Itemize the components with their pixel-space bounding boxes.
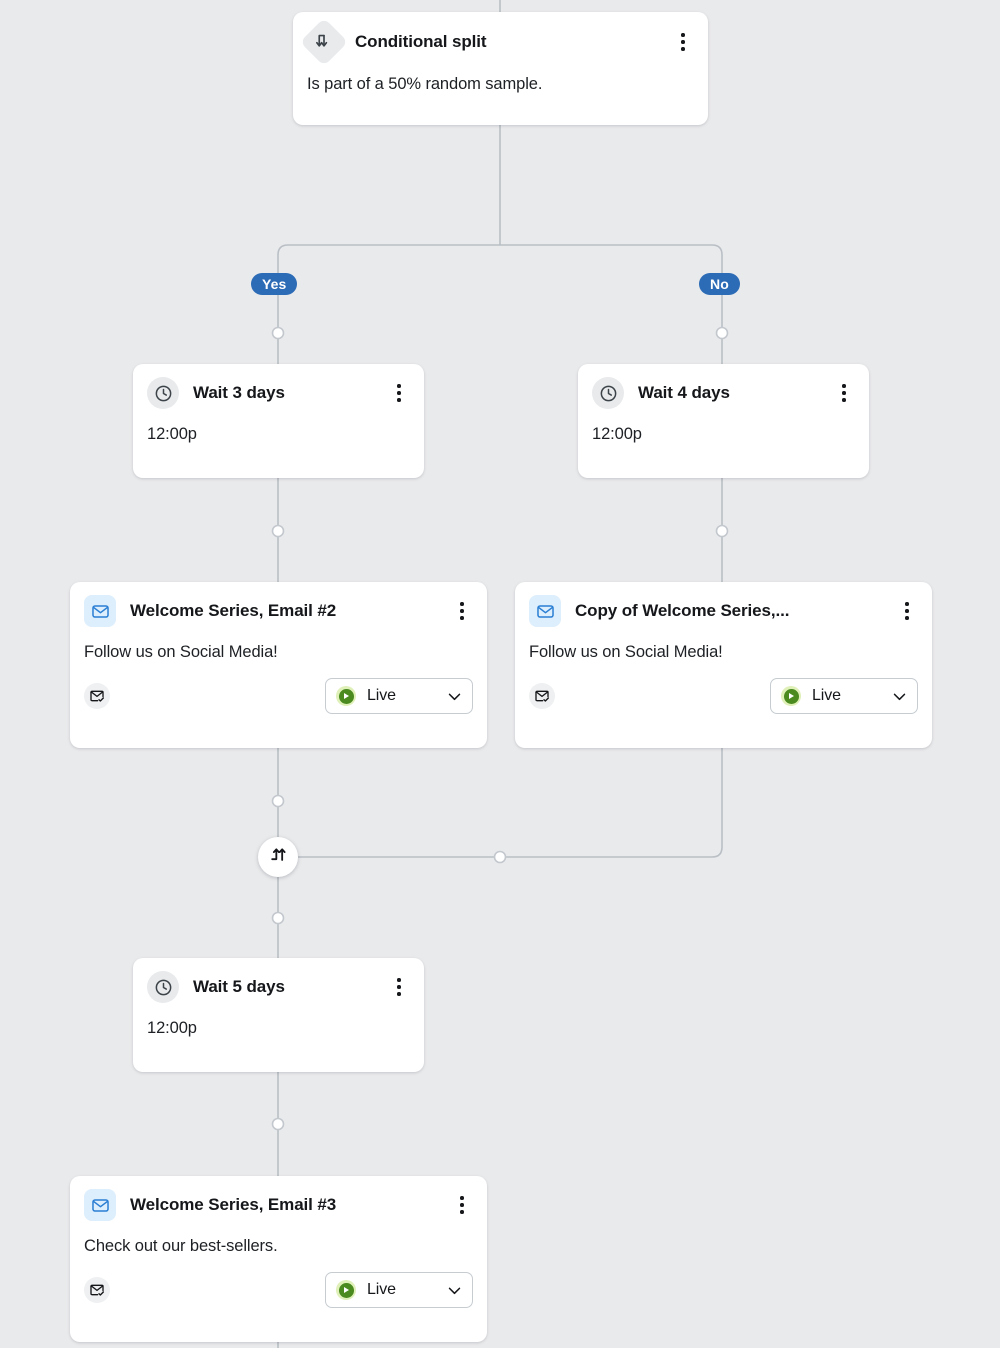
node-email-welcome-2[interactable]: Welcome Series, Email #2 Follow us on So…	[70, 582, 487, 748]
node-title: Wait 5 days	[193, 977, 285, 996]
node-title: Copy of Welcome Series,...	[575, 601, 790, 620]
node-title: Conditional split	[355, 32, 487, 51]
more-options-icon[interactable]	[672, 29, 694, 55]
clock-icon	[592, 377, 624, 409]
play-circle-icon	[781, 686, 801, 706]
envelope-check-icon	[529, 683, 555, 709]
status-dropdown[interactable]: Live	[325, 678, 473, 714]
chevron-down-icon	[446, 688, 463, 705]
card-footer: Live	[70, 678, 487, 714]
node-email-welcome-copy[interactable]: Copy of Welcome Series,... Follow us on …	[515, 582, 932, 748]
more-options-icon[interactable]	[388, 380, 410, 406]
connector-dot	[271, 911, 285, 925]
play-circle-icon	[336, 1280, 356, 1300]
node-title: Wait 3 days	[193, 383, 285, 402]
card-header: Copy of Welcome Series,...	[515, 582, 932, 627]
node-description: Follow us on Social Media!	[529, 643, 723, 661]
node-title: Welcome Series, Email #2	[130, 601, 337, 620]
more-options-icon[interactable]	[388, 974, 410, 1000]
card-header: Conditional split	[293, 12, 708, 67]
more-options-icon[interactable]	[451, 1192, 473, 1218]
node-wait-4-days[interactable]: Wait 4 days 12:00p	[578, 364, 869, 478]
play-circle-icon	[336, 686, 356, 706]
chevron-down-icon	[446, 1282, 463, 1299]
node-title: Wait 4 days	[638, 383, 730, 402]
merge-paths-icon	[268, 845, 288, 870]
status-value: Live	[812, 687, 841, 704]
envelope-icon	[529, 595, 561, 627]
card-header: Welcome Series, Email #2	[70, 582, 487, 627]
node-description: Is part of a 50% random sample.	[307, 75, 543, 93]
more-options-icon[interactable]	[833, 380, 855, 406]
node-merge[interactable]	[258, 837, 298, 877]
card-footer: Live	[515, 678, 932, 714]
status-dropdown[interactable]: Live	[770, 678, 918, 714]
chevron-down-icon	[891, 688, 908, 705]
node-description: Check out our best-sellers.	[84, 1237, 278, 1255]
status-dropdown[interactable]: Live	[325, 1272, 473, 1308]
node-email-welcome-3[interactable]: Welcome Series, Email #3 Check out our b…	[70, 1176, 487, 1342]
card-footer: Live	[70, 1272, 487, 1308]
clock-icon	[147, 377, 179, 409]
status-value: Live	[367, 687, 396, 704]
branch-label-yes[interactable]: Yes	[251, 273, 298, 295]
connector-dot	[715, 326, 729, 340]
connector-dot	[715, 524, 729, 538]
clock-icon	[147, 971, 179, 1003]
node-description: 12:00p	[147, 1019, 197, 1037]
connector-dot	[271, 326, 285, 340]
card-header: Wait 3 days	[133, 364, 424, 409]
node-wait-3-days[interactable]: Wait 3 days 12:00p	[133, 364, 424, 478]
envelope-check-icon	[84, 1277, 110, 1303]
card-header: Wait 4 days	[578, 364, 869, 409]
envelope-icon	[84, 595, 116, 627]
node-conditional-split[interactable]: Conditional split Is part of a 50% rando…	[293, 12, 708, 125]
more-options-icon[interactable]	[451, 598, 473, 624]
node-description: 12:00p	[147, 425, 197, 443]
card-header: Wait 5 days	[133, 958, 424, 1003]
connector-dot	[271, 794, 285, 808]
split-arrows-icon	[299, 17, 349, 67]
node-description: 12:00p	[592, 425, 642, 443]
connector-dot	[493, 850, 507, 864]
node-title: Welcome Series, Email #3	[130, 1195, 337, 1214]
card-header: Welcome Series, Email #3	[70, 1176, 487, 1221]
branch-label-no[interactable]: No	[699, 273, 740, 295]
more-options-icon[interactable]	[896, 598, 918, 624]
node-description: Follow us on Social Media!	[84, 643, 278, 661]
status-value: Live	[367, 1281, 396, 1298]
node-wait-5-days[interactable]: Wait 5 days 12:00p	[133, 958, 424, 1072]
envelope-icon	[84, 1189, 116, 1221]
connector-dot	[271, 524, 285, 538]
envelope-check-icon	[84, 683, 110, 709]
connector-dot	[271, 1117, 285, 1131]
